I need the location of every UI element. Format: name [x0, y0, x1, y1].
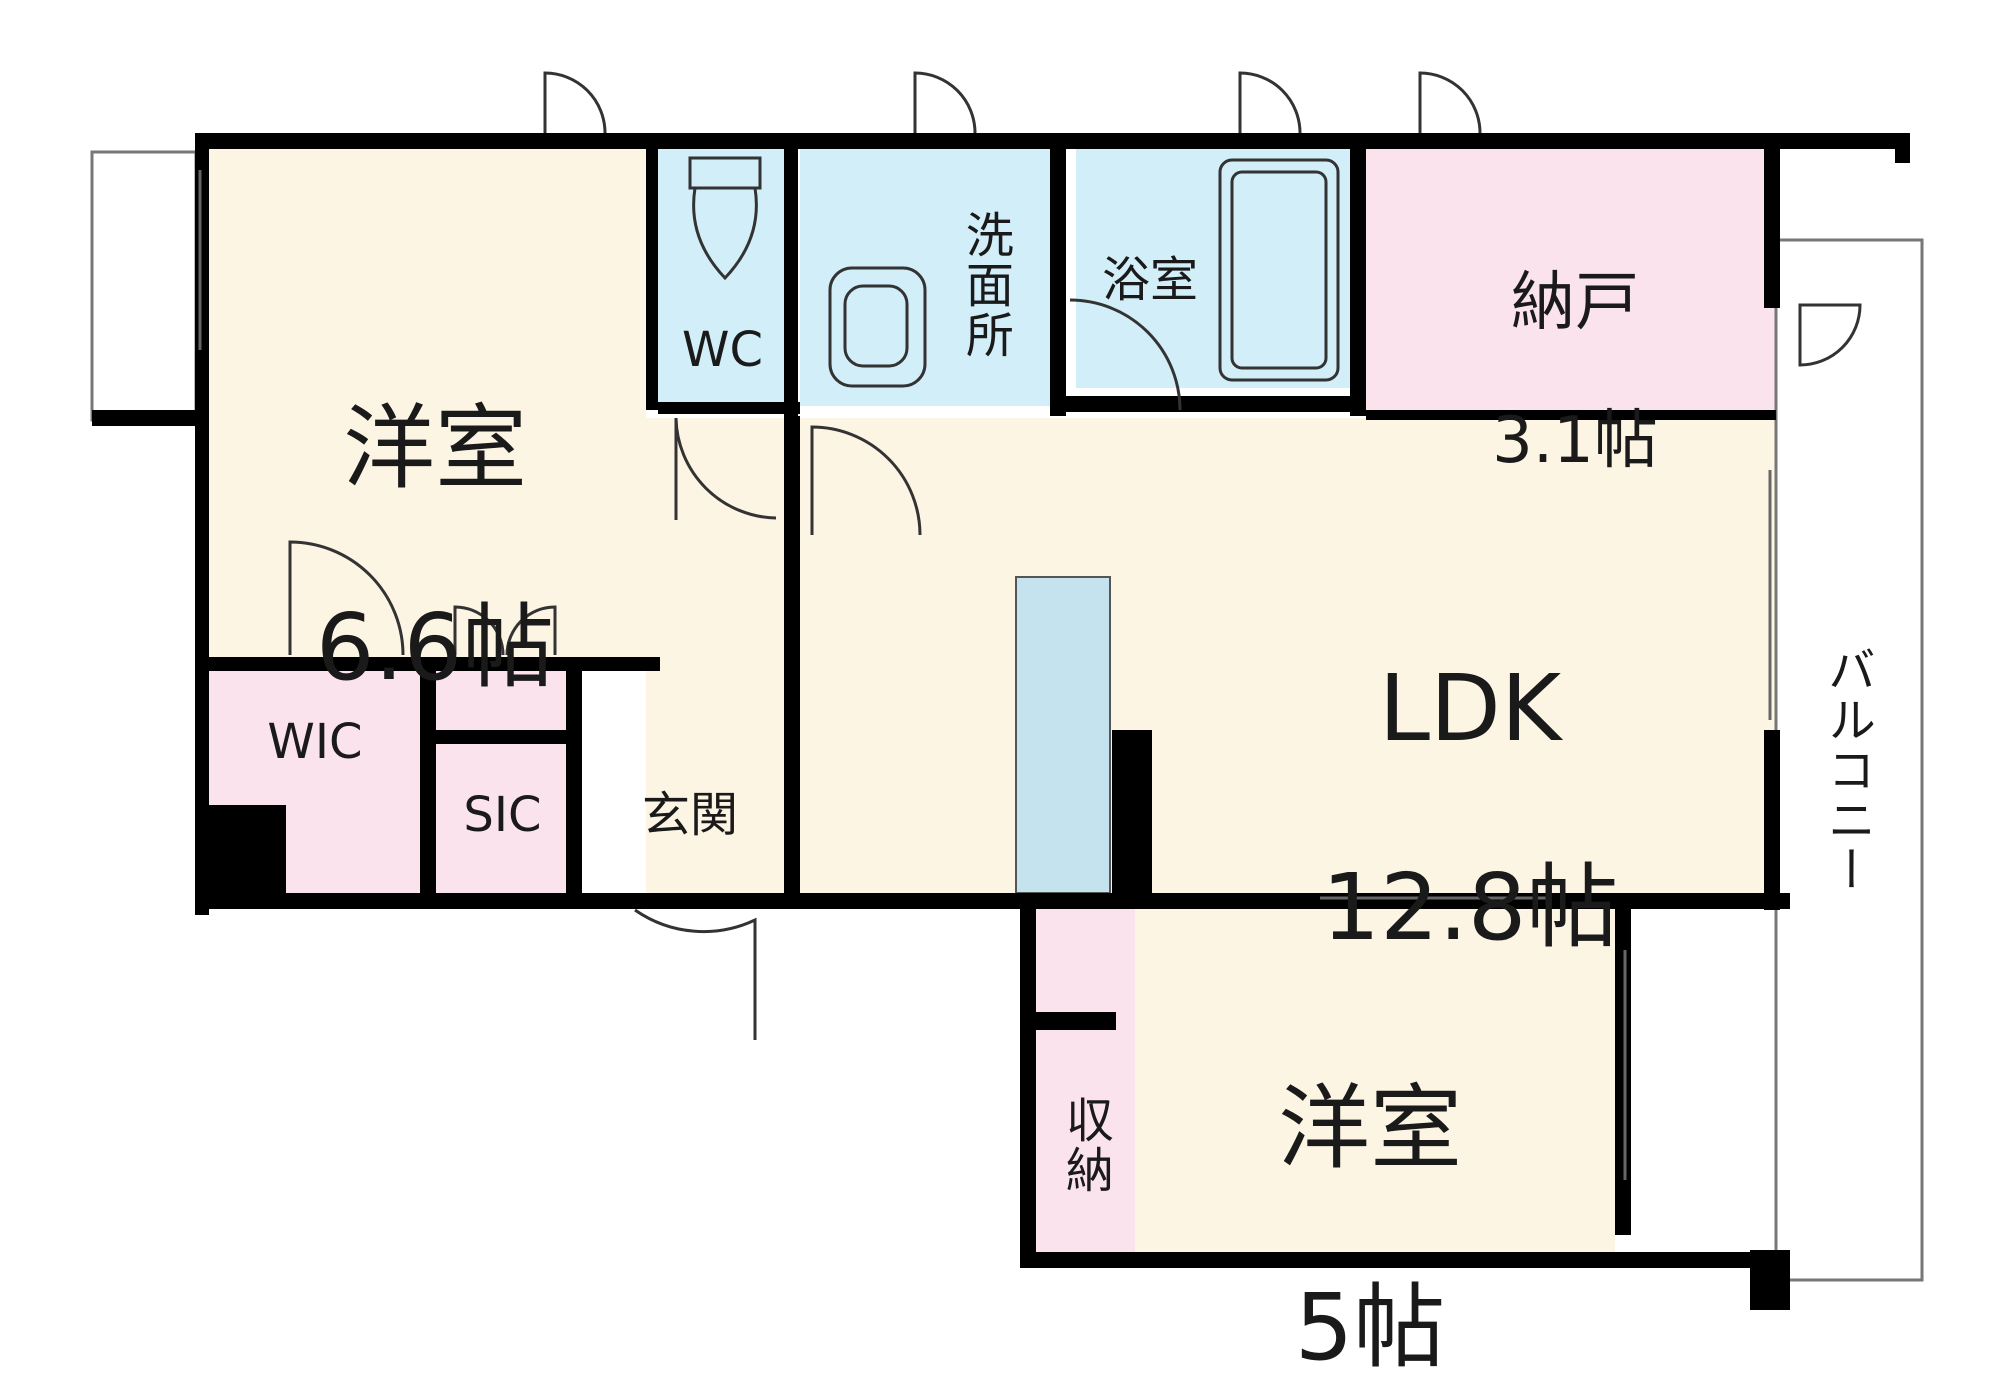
- toilet-fixture: [688, 156, 762, 281]
- washroom-label: 洗面所: [956, 210, 1013, 360]
- balcony-label: バルコニー: [1818, 645, 1875, 895]
- wall-right: [1764, 148, 1780, 308]
- door-store-balcony: [1798, 303, 1862, 367]
- kitchen-counter: [1015, 576, 1111, 894]
- wall-room2-bottom: [1020, 1252, 1790, 1268]
- wall-shelf-bottom: [420, 730, 570, 744]
- bathtub-fixture: [1218, 158, 1340, 382]
- door-wash-top: [913, 71, 977, 134]
- shelf-floor: [436, 670, 566, 730]
- entrance-label: 玄関: [641, 787, 738, 843]
- sink-basin: [843, 284, 909, 368]
- sink-fixture: [828, 266, 927, 388]
- bathroom-label: 浴室: [1101, 252, 1198, 308]
- western-room-1-size: 6.6帖: [315, 594, 555, 702]
- wall-balcony-corner: [1750, 1250, 1790, 1310]
- wall-right-lower: [1764, 730, 1780, 910]
- bathroom-floor: [1076, 148, 1350, 388]
- door-room1-inner: [288, 540, 405, 656]
- wic-label: WIC: [267, 714, 363, 770]
- wall-bath-bottom: [1066, 396, 1360, 412]
- storage-label: 収納: [1056, 1095, 1113, 1195]
- wc-label: WC: [682, 322, 763, 378]
- ldk-size: 12.8帖: [1321, 854, 1619, 962]
- door-wic-shelf: [453, 605, 557, 656]
- windows: [198, 170, 1772, 1180]
- wall-bottom-ldk: [1035, 893, 1790, 909]
- room-floors: [208, 148, 1776, 1260]
- door-entrance: [634, 908, 757, 1040]
- washroom-floor: [800, 148, 1060, 406]
- storeroom-size: 3.1帖: [1492, 404, 1658, 479]
- wall-store-bottom: [1366, 410, 1776, 420]
- western-room-2-label: 洋室 5帖: [1180, 980, 1560, 1377]
- door-store-top: [1418, 71, 1482, 134]
- door-room1-top: [543, 71, 607, 134]
- balcony-left: [90, 150, 198, 422]
- door-bath-inner: [1069, 298, 1182, 411]
- ldk-floor: [796, 418, 1776, 893]
- wall-wash-right: [1050, 148, 1066, 416]
- doors: [288, 71, 1862, 1040]
- western-room-1-name: 洋室: [342, 395, 527, 503]
- wall-sic-right: [566, 665, 582, 905]
- wall-wc-right: [784, 148, 798, 416]
- wall-wic-right: [420, 665, 436, 905]
- bathtub-inner: [1230, 170, 1328, 370]
- wall-bottom-left: [195, 893, 1045, 909]
- fixtures: [688, 156, 1340, 388]
- door-ldk: [810, 425, 922, 536]
- storeroom-label: 納戸 3.1帖: [1430, 200, 1720, 476]
- wall-wc-bottom: [658, 402, 800, 414]
- wall-room1-right: [646, 148, 658, 410]
- door-bath-top: [1238, 71, 1302, 134]
- wall-hall-left: [784, 416, 800, 906]
- wall-top-right: [1895, 133, 1910, 163]
- hall-floor: [646, 418, 796, 893]
- wall-storage-stub: [1036, 1012, 1116, 1030]
- ldk-label: LDK 12.8帖: [1260, 560, 1680, 957]
- storeroom-name: 納戸: [1511, 266, 1639, 341]
- wall-left-stub: [92, 410, 209, 426]
- wall-wic-block: [208, 805, 286, 900]
- wall-ldk-column: [1112, 730, 1152, 900]
- wc-floor: [658, 148, 784, 406]
- sic-floor: [436, 744, 566, 893]
- storage-floor: [1035, 905, 1135, 1260]
- storeroom-floor: [1360, 148, 1776, 410]
- wall-bath-right: [1350, 148, 1366, 416]
- wall-room2-right: [1615, 905, 1631, 1235]
- wall-left: [195, 133, 209, 915]
- sic-label: SIC: [463, 787, 542, 843]
- wall-room2-left: [1020, 905, 1036, 1267]
- ldk-name: LDK: [1378, 655, 1562, 763]
- western-room-2-size: 5帖: [1294, 1274, 1446, 1381]
- western-room-1-label: 洋室 6.6帖: [250, 300, 620, 697]
- western-room-1-floor: [208, 148, 646, 662]
- wall-top: [195, 133, 1910, 149]
- wall-room1-bottom: [195, 657, 660, 671]
- door-hall: [674, 417, 777, 520]
- western-room-2-name: 洋室: [1277, 1075, 1462, 1183]
